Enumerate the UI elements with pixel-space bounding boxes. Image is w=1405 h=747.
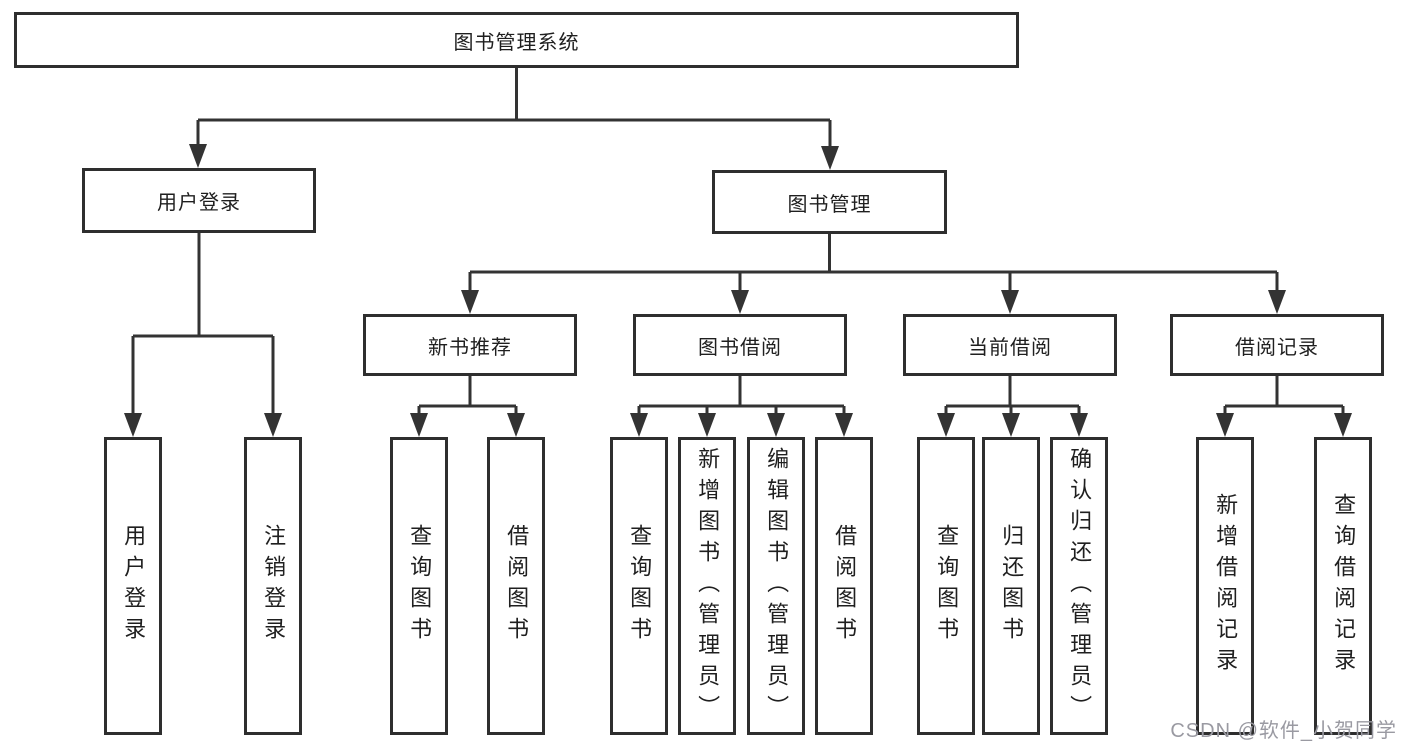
node-leaf-add-book-admin-label: 新增图书（管理员） [695,446,721,726]
node-leaf-query-borrow-record: 查询借阅记录 [1314,437,1372,735]
node-borrow-records-label: 借阅记录 [1235,336,1319,359]
node-leaf-logout: 注销登录 [244,437,302,735]
node-leaf-edit-book-admin: 编辑图书（管理员） [747,437,805,735]
node-leaf-query-books-borrow: 查询图书 [610,437,668,735]
node-leaf-user-login-label: 用户登录 [121,524,147,648]
node-new-book-recommend: 新书推荐 [363,314,577,376]
node-user-login: 用户登录 [82,168,316,233]
node-leaf-confirm-return-admin-label: 确认归还（管理员） [1067,446,1093,726]
node-book-management-label: 图书管理 [787,193,872,216]
node-leaf-logout-label: 注销登录 [261,524,287,648]
node-current-borrow-label: 当前借阅 [968,336,1052,359]
node-book-borrow-label: 图书借阅 [698,336,782,359]
node-leaf-return-books: 归还图书 [982,437,1040,735]
csdn-watermark: CSDN @软件_小贺同学 [1170,720,1397,742]
connector-borrow-branch [637,376,846,414]
connector-records-branch [1223,376,1345,414]
node-leaf-add-book-admin: 新增图书（管理员） [678,437,736,735]
connector-bookmgmt-branch [468,234,1279,291]
node-new-book-recommend-label: 新书推荐 [428,336,512,359]
node-leaf-add-borrow-record-label: 新增借阅记录 [1213,493,1239,679]
node-leaf-query-borrow-record-label: 查询借阅记录 [1331,493,1357,679]
node-leaf-borrow-books-recommend: 借阅图书 [487,437,545,735]
node-leaf-confirm-return-admin: 确认归还（管理员） [1050,437,1108,735]
node-leaf-query-books-current: 查询图书 [917,437,975,735]
node-leaf-edit-book-admin-label: 编辑图书（管理员） [764,446,790,726]
node-book-borrow: 图书借阅 [633,314,847,376]
node-leaf-query-books-recommend: 查询图书 [390,437,448,735]
node-leaf-add-borrow-record: 新增借阅记录 [1196,437,1254,735]
node-user-login-label: 用户登录 [157,192,241,214]
connector-login-branch [131,233,275,414]
node-book-management: 图书管理 [712,170,947,234]
node-leaf-borrow-books: 借阅图书 [815,437,873,735]
node-library-system-label: 图书管理系统 [453,31,580,54]
arrowheads [124,144,1352,437]
node-leaf-borrow-books-label: 借阅图书 [832,524,858,648]
connector-recommend-branch [417,376,518,414]
node-leaf-query-books-current-label: 查询图书 [934,524,960,648]
node-leaf-return-books-label: 归还图书 [999,524,1025,648]
node-leaf-query-books-borrow-label: 查询图书 [627,524,653,648]
connector-current-branch [944,376,1081,414]
node-current-borrow: 当前借阅 [903,314,1117,376]
connector-root-branch [196,68,832,148]
node-borrow-records: 借阅记录 [1170,314,1384,376]
node-leaf-query-books-recommend-label: 查询图书 [407,524,433,648]
node-leaf-user-login: 用户登录 [104,437,162,735]
node-library-system: 图书管理系统 [14,12,1019,68]
node-leaf-borrow-books-recommend-label: 借阅图书 [504,524,530,648]
